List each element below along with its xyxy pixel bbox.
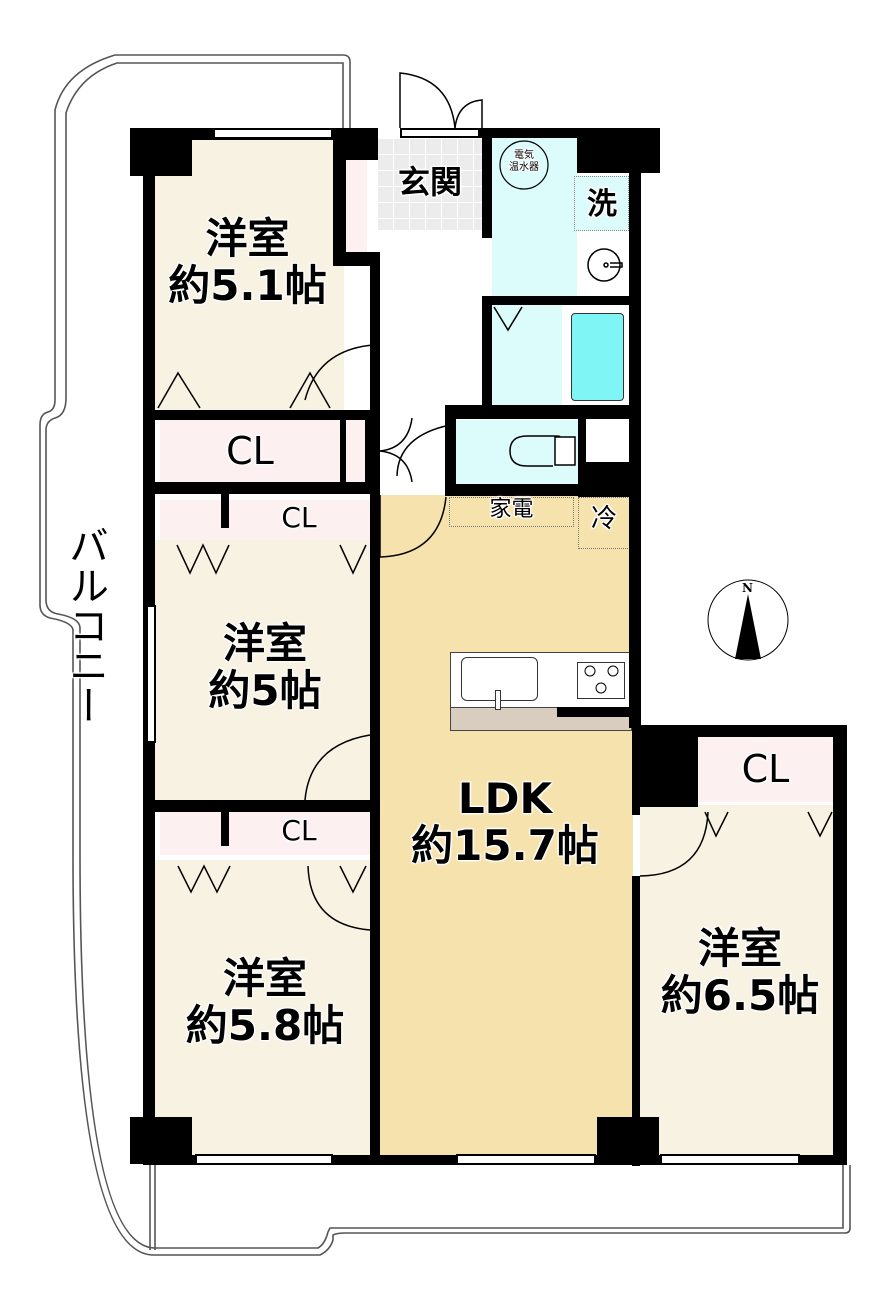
closet1-label: CL — [226, 429, 274, 473]
window-room3 — [195, 1154, 333, 1165]
wall-hall-notch — [333, 252, 378, 266]
ldk-area: 約15.7帖 — [411, 821, 599, 871]
room3-area: 約5.8帖 — [185, 1001, 345, 1051]
wall-cl1-top — [143, 410, 380, 420]
balcony-label: バルコニー — [62, 525, 108, 725]
washing-machine-space — [574, 176, 629, 231]
closet2-label: CL — [281, 501, 317, 534]
room2-area: 約5帖 — [208, 666, 322, 716]
western-room-3 — [152, 860, 372, 1155]
wall-room3-top — [143, 800, 380, 812]
ldk-name: LDK — [457, 774, 553, 823]
compass-north-label: N — [742, 581, 753, 595]
pillar-room4 — [632, 725, 698, 807]
counter-wall — [557, 707, 632, 717]
wall-cl1-east — [340, 410, 346, 490]
room1-label: 洋室 約5.1帖 — [150, 215, 345, 309]
appliance-space — [449, 497, 574, 527]
wall-ldk-west — [370, 482, 380, 1162]
wall-ldk-top — [445, 484, 635, 496]
ldk-label: LDK 約15.7帖 — [380, 775, 630, 869]
window-room1 — [213, 128, 333, 139]
wall-toilet-top — [445, 405, 635, 419]
wall-room4-west — [632, 876, 640, 1166]
closet-3 — [160, 812, 370, 855]
wall-bath-west — [482, 296, 492, 414]
room4-area: 約6.5帖 — [660, 971, 820, 1021]
closet4-label: CL — [741, 747, 790, 791]
western-room-2 — [152, 540, 372, 802]
room1-area: 約5.1帖 — [168, 261, 327, 311]
appliance-label: 家電 — [489, 497, 534, 522]
pillar — [130, 128, 192, 176]
closet-4 — [698, 737, 833, 802]
wall-hall-left — [333, 128, 346, 266]
bathtub — [571, 313, 624, 401]
wall-east — [629, 138, 641, 728]
water-heater-line1: 電気 — [514, 150, 534, 161]
refrigerator-label: 冷 — [590, 504, 617, 534]
stove — [577, 662, 625, 699]
wall-room4-east — [833, 725, 847, 1165]
wall-room1-east — [370, 252, 380, 412]
faucet — [495, 690, 501, 710]
wall-bath-top — [482, 296, 632, 305]
window-room4 — [660, 1154, 800, 1165]
room1-name: 洋室 — [205, 214, 290, 263]
entrance-label: 玄関 — [397, 163, 462, 201]
washroom — [492, 138, 577, 296]
entrance-door-frame — [400, 128, 480, 138]
wall-north-2 — [480, 128, 660, 138]
water-heater-label: 電気 温水器 — [500, 150, 548, 173]
closet-hall-1 — [345, 147, 367, 252]
water-heater-line2: 温水器 — [509, 161, 539, 173]
wall-washroom-west — [482, 138, 492, 238]
room4-label: 洋室 約6.5帖 — [640, 925, 840, 1019]
room2-label: 洋室 約5帖 — [160, 620, 370, 714]
closet3-label: CL — [281, 814, 317, 847]
entrance-floor — [377, 138, 485, 230]
closet-1 — [160, 420, 340, 482]
closet-divider-3 — [221, 812, 229, 846]
room2-name: 洋室 — [222, 619, 307, 668]
wall-toilet-west — [445, 405, 456, 495]
room3-label: 洋室 約5.8帖 — [160, 955, 370, 1049]
closet-2 — [160, 500, 370, 540]
pillar-ne — [577, 128, 660, 173]
window-ldk — [456, 1154, 596, 1165]
window-room2 — [146, 605, 156, 743]
closet-hall-2 — [345, 420, 365, 482]
ldk-room — [378, 495, 633, 1155]
western-room-1 — [152, 140, 344, 410]
room3-name: 洋室 — [222, 954, 307, 1003]
wall-toilet-east — [578, 405, 586, 495]
compass-needle-icon — [735, 594, 761, 659]
western-room-4 — [640, 805, 840, 1155]
room4-name: 洋室 — [697, 924, 782, 973]
wall-room2-top — [143, 482, 380, 494]
wall-room4-west-top — [632, 725, 640, 815]
washroom-label: 洗 — [587, 187, 617, 222]
wall-hall-2 — [365, 410, 380, 490]
closet-divider-2 — [221, 494, 229, 528]
